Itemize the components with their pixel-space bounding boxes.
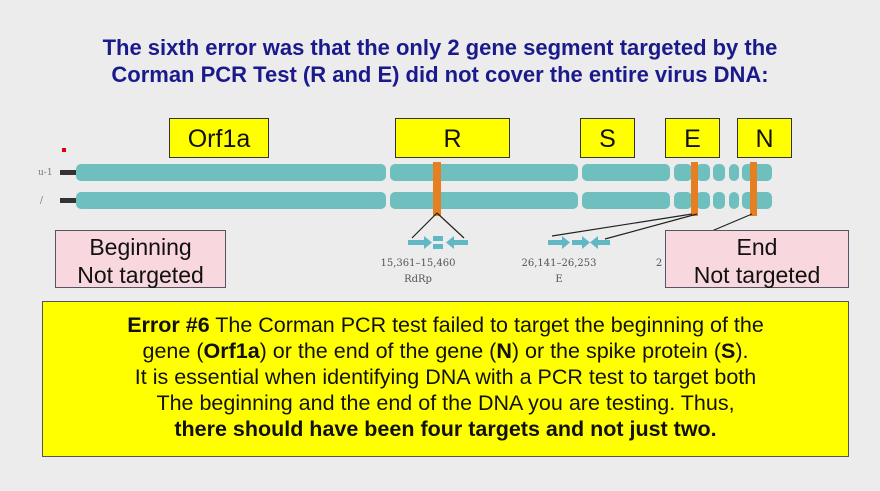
gene-label-r: R [395,118,510,158]
track-2-stub [60,198,76,203]
title-line-2: Corman PCR Test (R and E) did not cover … [111,62,769,87]
rdrp-primer-icon [408,236,468,249]
rdrp-connector-right [436,212,465,239]
track-1-stub [60,170,76,175]
beginning-note: Beginning Not targeted [55,230,226,288]
error-line-4: The beginning and the end of the DNA you… [156,391,735,415]
error-line-2: gene (Orf1a) or the end of the gene (N) … [142,339,749,363]
gene-label-n: N [737,118,792,158]
end-note-line-2: Not targeted [693,262,821,288]
track-2 [76,192,772,209]
error-number: Error #6 [127,313,210,337]
e-name: E [555,274,563,285]
rdrp-connector-left [411,212,438,239]
rdrp-coord: 15,361–15,460 RdRp [368,258,468,291]
gene-label-orf1a: Orf1a [169,118,269,158]
r-target-marker [433,162,441,216]
gene-label-e: E [665,118,720,158]
end-note: End Not targeted [665,230,849,288]
gene-label-s: S [580,118,635,158]
rdrp-name: RdRp [404,274,432,285]
track-2-label: / [40,196,44,206]
end-note-line-1: End [736,234,778,260]
title-line-1: The sixth error was that the only 2 gene… [102,35,778,60]
track-1 [76,164,772,181]
e-target-marker [691,162,698,216]
e-connector-2 [604,213,698,240]
e-range: 26,141–26,253 [521,258,597,269]
error-line-1: Error #6 The Corman PCR test failed to t… [127,313,764,337]
e-connector-1 [551,213,693,237]
error-line-3: It is essential when identifying DNA wit… [134,365,757,389]
rdrp-range: 15,361–15,460 [380,258,456,269]
e-coord: 26,141–26,253 E [509,258,609,291]
error-explanation-box: Error #6 The Corman PCR test failed to t… [42,301,849,457]
error-line-5: there should have been four targets and … [174,417,717,441]
beginning-note-line-1: Beginning [89,234,192,260]
red-dot [62,148,66,152]
n-target-marker [750,162,757,216]
partial-coord: 2 [655,258,663,269]
e-primer-icon [548,236,610,249]
track-1-label: u-1 [38,168,53,178]
genome-diagram [60,148,772,249]
beginning-note-line-2: Not targeted [77,262,204,288]
slide-title: The sixth error was that the only 2 gene… [30,34,850,88]
